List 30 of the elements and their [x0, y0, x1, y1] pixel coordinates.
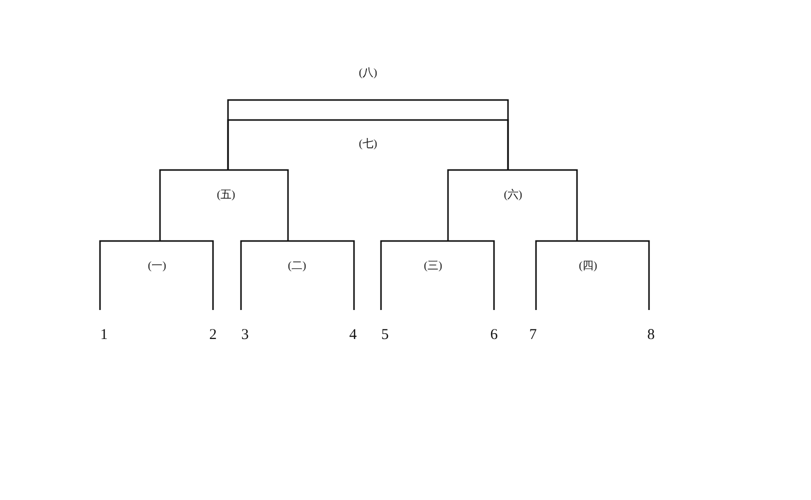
match-label: (三) — [424, 260, 442, 272]
bracket-line — [224, 169, 289, 241]
match-label: (五) — [216, 188, 236, 202]
team-number: 2 — [209, 326, 217, 344]
team-number: 5 — [381, 326, 389, 344]
team-number: 4 — [349, 326, 357, 344]
team-number: 3 — [241, 326, 249, 344]
team-number: 7 — [529, 326, 537, 344]
team-number: 1 — [100, 326, 108, 344]
team-number: 8 — [647, 326, 655, 344]
bracket-line — [437, 240, 495, 310]
bracket-line — [157, 240, 214, 310]
bracket-line — [227, 99, 368, 170]
match-label: (四) — [578, 260, 598, 272]
bracket-line — [99, 240, 157, 310]
match-label: (八) — [358, 66, 378, 80]
team-number: 6 — [490, 326, 498, 344]
bracket-line — [592, 240, 650, 310]
bracket-line — [512, 169, 578, 241]
bracket-line — [380, 240, 437, 310]
match-label: (二) — [288, 260, 306, 272]
bracket-line — [240, 240, 297, 310]
bracket-line — [297, 240, 355, 310]
match-label: (六) — [504, 188, 522, 202]
bracket-line — [447, 169, 512, 241]
bracket-line — [159, 169, 224, 241]
bracket-line — [535, 240, 592, 310]
match-label: (七) — [358, 138, 378, 150]
bracket-line — [368, 99, 509, 170]
match-label: (一) — [148, 260, 166, 272]
